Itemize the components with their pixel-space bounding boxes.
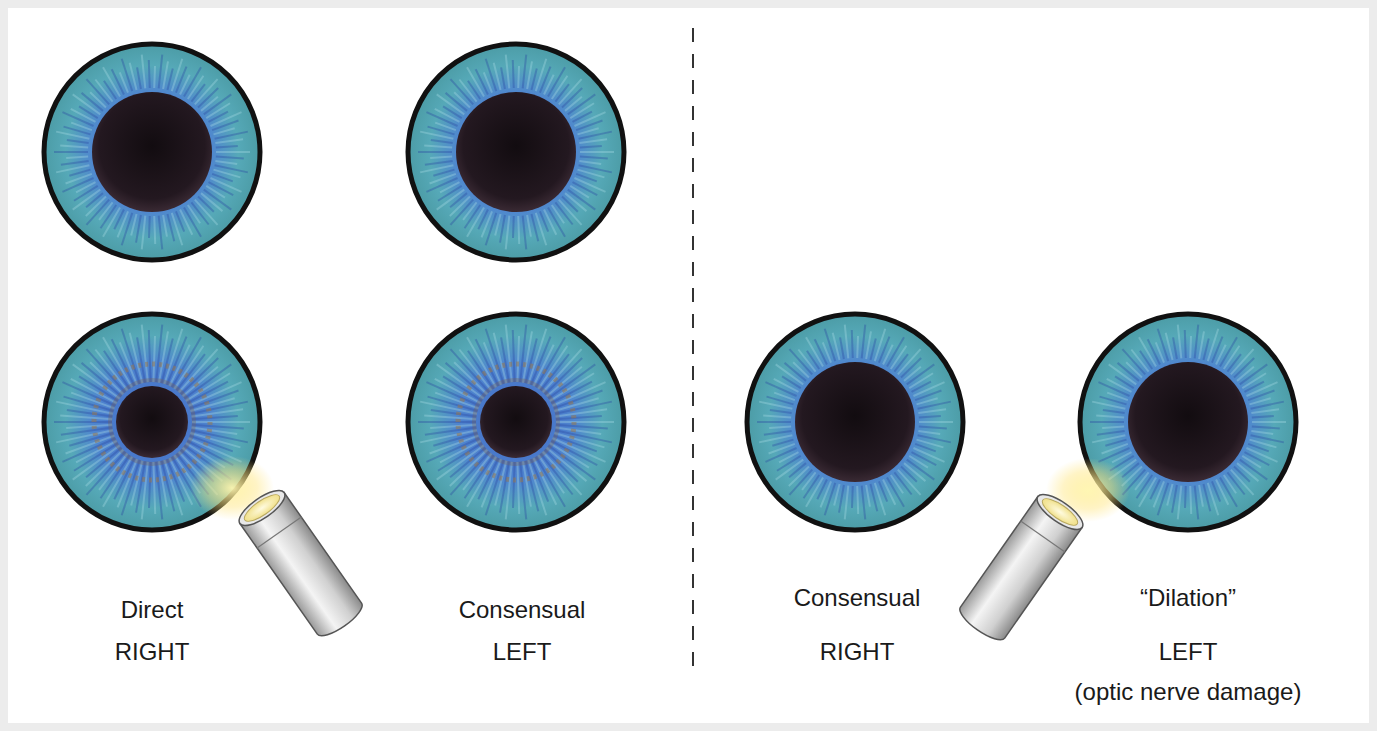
caption-label: Consensual bbox=[794, 584, 921, 613]
caption-label: Consensual bbox=[459, 596, 586, 625]
flashlight-icon bbox=[955, 488, 1088, 645]
eye-iris bbox=[408, 44, 624, 260]
flashlight-icon bbox=[234, 484, 367, 641]
caption-label: Direct bbox=[121, 596, 184, 625]
caption-label: RIGHT bbox=[115, 638, 190, 667]
caption-label: RIGHT bbox=[820, 638, 895, 667]
eye-iris bbox=[408, 314, 624, 530]
caption-label: LEFT bbox=[493, 638, 552, 667]
caption-label: (optic nerve damage) bbox=[1075, 678, 1302, 707]
eye-iris bbox=[44, 44, 260, 260]
caption-label: LEFT bbox=[1159, 638, 1218, 667]
caption-label: “Dilation” bbox=[1140, 584, 1236, 613]
eye-iris bbox=[747, 314, 963, 530]
